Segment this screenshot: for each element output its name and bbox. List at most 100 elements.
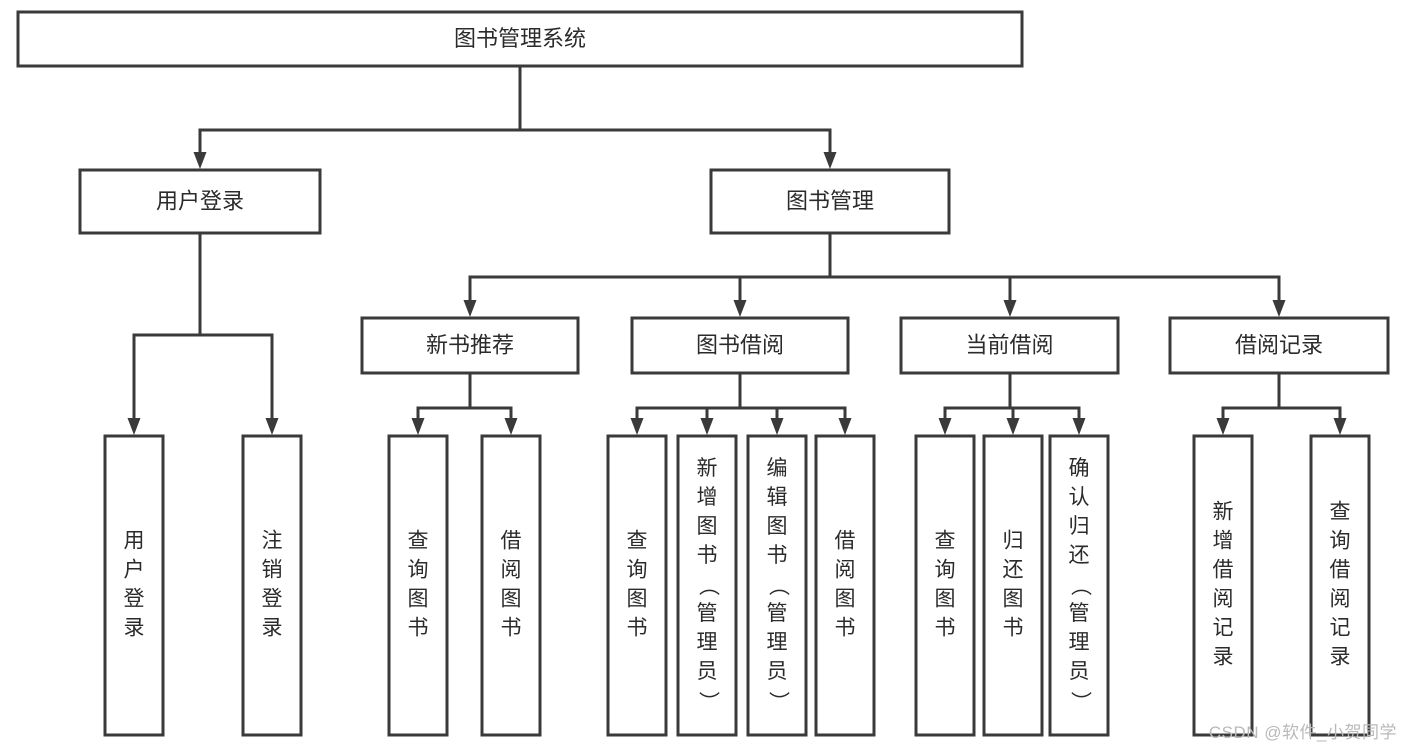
connector-l3c-to-leaf_d3 [1008,373,1081,418]
node-box[interactable] [1168,316,1390,375]
node-label-char: 图 [935,588,956,611]
node-label-char: 录 [1330,646,1351,669]
node-l3d[interactable]: 借阅记录 [1168,316,1390,375]
node-l3a[interactable]: 新书推荐 [360,316,580,375]
node-box[interactable] [814,434,876,737]
connector-l3b-to-leaf_c1 [635,373,742,418]
node-label-char: 认 [1069,486,1090,509]
node-l3b[interactable]: 图书借阅 [630,316,850,375]
node-l2b[interactable]: 图书管理 [709,168,951,235]
connector-l2a-to-leaf_a1 [132,233,202,418]
node-label-char: 图 [697,515,718,538]
node-label-char: ） [1068,691,1091,712]
node-box[interactable] [914,434,976,737]
node-label-char: 借 [1213,559,1234,582]
connector-l2b-to-l3a [468,233,832,300]
node-box[interactable] [360,316,580,375]
watermark-label: CSDN @软件_小贺同学 [1208,723,1397,742]
node-label-char: 用 [124,530,145,553]
node-label-char: （ [696,575,719,596]
arrowhead-icon [938,418,952,435]
arrowhead-icon [411,418,425,435]
node-box[interactable] [78,168,322,235]
arrowhead-icon [1333,418,1347,435]
connector-l2b-to-l3d [828,233,1281,300]
node-label-char: 询 [935,559,956,582]
node-l3c[interactable]: 当前借阅 [899,316,1120,375]
node-box[interactable] [982,434,1044,737]
node-box[interactable] [606,434,668,737]
node-label-char: 还 [1003,559,1024,582]
node-box[interactable] [103,434,165,737]
node-label-char: （ [766,575,789,596]
node-label-char: 录 [1213,646,1234,669]
connector-l3b-to-leaf_c4 [738,373,847,418]
node-label-char: 查 [935,530,956,553]
node-box[interactable] [709,168,951,235]
node-box[interactable] [16,10,1024,68]
connector-root-to-l2a [198,66,522,152]
node-box[interactable] [241,434,303,737]
node-label-char: 询 [408,559,429,582]
arrowhead-icon [733,300,747,317]
node-label: 图书借阅 [696,332,784,357]
node-label-char: 登 [262,588,283,611]
node-label-char: 管 [697,602,718,625]
node-root[interactable]: 图书管理系统 [16,10,1024,68]
node-box[interactable] [1309,434,1371,737]
node-label-char: 图 [501,588,522,611]
node-label-char: 查 [627,530,648,553]
arrowhead-icon [265,418,279,435]
node-label-char: 确 [1069,457,1090,480]
node-label-char: 阅 [1330,588,1351,611]
node-label-char: 记 [1330,617,1351,640]
node-box[interactable] [480,434,542,737]
node-label-char: 员 [1069,660,1090,683]
node-label-char: 还 [1069,544,1090,567]
node-box[interactable] [899,316,1120,375]
arrowhead-icon [504,418,518,435]
node-box[interactable] [1048,434,1110,737]
node-label-char: 销 [262,559,283,582]
node-box[interactable] [746,434,808,737]
node-label-char: 书 [935,617,956,640]
node-leaf_a1[interactable]: 用户登录 [103,434,165,737]
arrowhead-icon [838,418,852,435]
node-label-char: 员 [697,660,718,683]
node-label-char: 图 [1003,588,1024,611]
node-box[interactable] [387,434,449,737]
connector-l2b-to-l3b [738,233,832,300]
node-label-char: 录 [262,617,283,640]
node-label-char: 书 [835,617,856,640]
node-label-char: 户 [124,559,145,582]
node-label-char: 书 [1003,617,1024,640]
node-l2a[interactable]: 用户登录 [78,168,322,235]
node-label-char: 理 [1069,631,1090,654]
node-label: 用户登录 [156,188,244,213]
node-box[interactable] [630,316,850,375]
connector-l3a-to-leaf_b2 [468,373,513,418]
node-box[interactable] [676,434,738,737]
connector-l2b-to-l3c [828,233,1012,300]
node-label-char: 管 [1069,602,1090,625]
node-label-char: 借 [1330,559,1351,582]
connector-l3c-to-leaf_d1 [943,373,1012,418]
node-label-char: 编 [767,457,788,480]
node-box[interactable] [1192,434,1254,737]
arrowhead-icon [1003,300,1017,317]
connector-l3d-to-leaf_e1 [1221,373,1281,418]
